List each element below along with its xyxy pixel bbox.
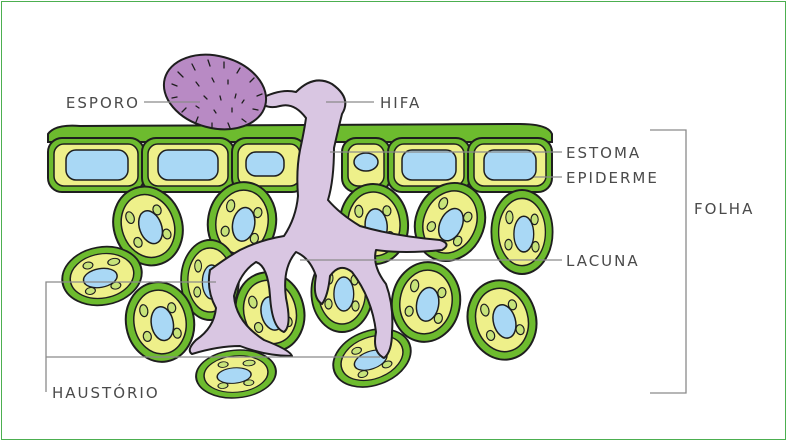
label-estoma: ESTOMA [566,144,641,162]
label-epiderme: EPIDERME [566,169,659,187]
mesophyll-cell [459,273,545,368]
label-folha: FOLHA [694,200,754,218]
label-haustorio: HAUSTÓRIO [52,383,160,402]
label-esporo: ESPORO [66,94,140,112]
mesophyll-cell [194,347,278,401]
epidermis-cell [142,138,234,192]
epidermis-cell [468,138,552,192]
mesophyll-cell [491,190,552,274]
epidermis-cell [48,138,144,192]
label-lacuna: LACUNA [566,252,640,270]
label-hifa: HIFA [380,94,421,112]
